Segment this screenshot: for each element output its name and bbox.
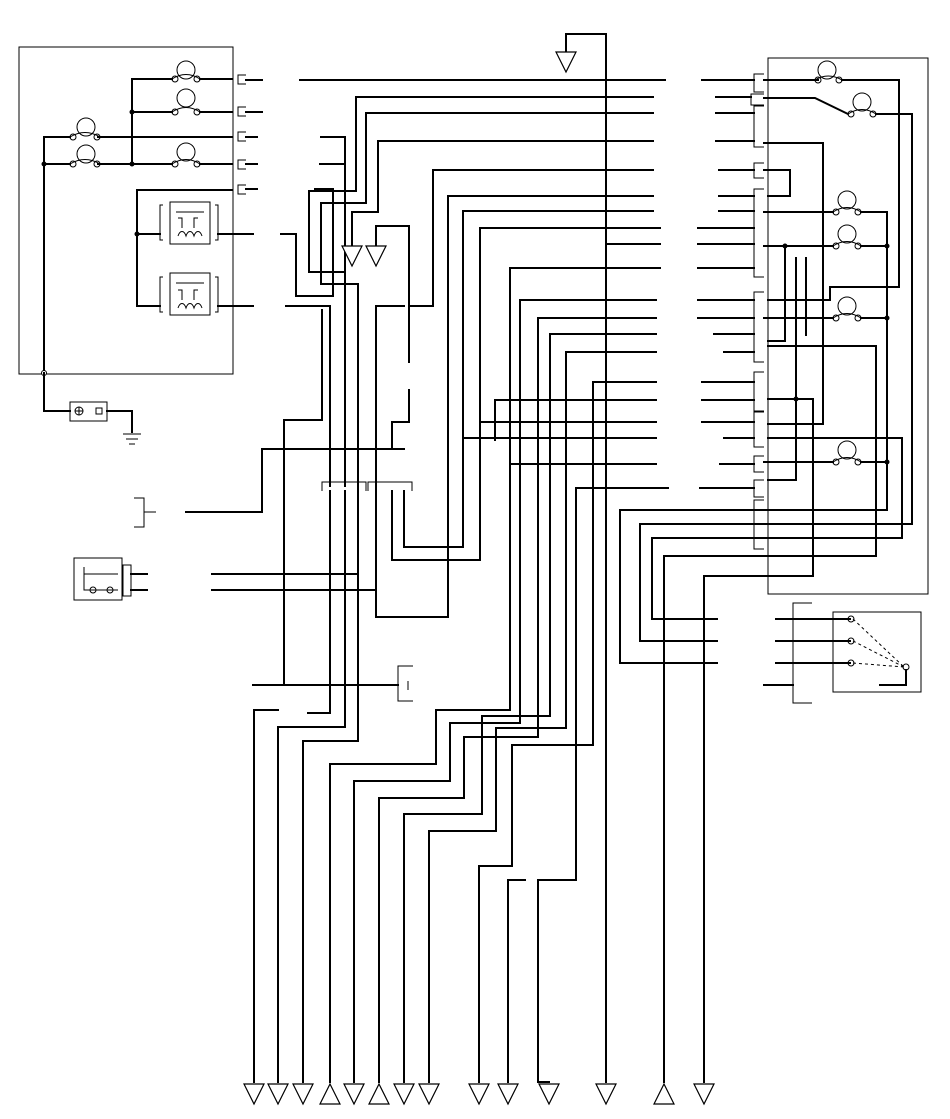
- ground-terminal-down-icon: [341, 245, 363, 268]
- ground-terminal-down-icon: [292, 1083, 314, 1106]
- left-switch-component: [73, 305, 405, 601]
- junction-dots-right: [782, 243, 890, 465]
- right-relay-1: [814, 60, 843, 84]
- terminal-up-icon: [368, 1082, 390, 1105]
- right-relay-6: [832, 440, 862, 466]
- left-module-connectors: [237, 74, 263, 195]
- right-relay-4: [832, 224, 862, 250]
- terminal-up-icon: [319, 1082, 341, 1105]
- ground-terminal-down-icon: [418, 1083, 440, 1106]
- central-wiring: [252, 33, 755, 1083]
- left-module-internal-wiring: [43, 78, 233, 374]
- left-module: [18, 46, 263, 376]
- junction-dots-left: [41, 109, 140, 376]
- ground-terminal-down-icon: [393, 1083, 415, 1106]
- right-module: [619, 57, 929, 1083]
- left-relay-4: [69, 144, 101, 168]
- ground-terminal-down-icon: [267, 1083, 289, 1106]
- terminal-group: [243, 51, 715, 1106]
- ground-terminal-down-icon: [343, 1083, 365, 1106]
- right-module-housing: [767, 57, 929, 595]
- ground-terminal-down-icon: [468, 1083, 490, 1106]
- right-module-internal-wiring: [619, 79, 913, 1083]
- left-relay-3: [69, 117, 101, 141]
- right-relay-5: [832, 296, 862, 322]
- left-module-housing: [18, 46, 234, 375]
- ground-terminal-down-icon: [693, 1083, 715, 1106]
- central-connector-blocks: [321, 481, 413, 702]
- right-module-connector-strip: [750, 73, 764, 550]
- left-coil-relay-2: [159, 272, 254, 316]
- ground-terminal-down-icon: [595, 1083, 617, 1106]
- ground-terminal-down-icon: [497, 1083, 519, 1106]
- left-connector-bracket: [134, 448, 405, 528]
- ground-terminal-down-icon: [243, 1083, 265, 1106]
- ground-terminal-down-icon: [555, 51, 577, 74]
- left-relay-2: [171, 88, 201, 116]
- ground-icon: [123, 433, 141, 445]
- fuse-and-ground: [43, 372, 141, 445]
- left-relay-5: [171, 142, 201, 168]
- terminal-up-icon: [653, 1082, 675, 1105]
- ground-terminal-down-icon: [538, 1083, 560, 1106]
- selector-switch-module: [763, 602, 922, 704]
- right-relay-3: [832, 190, 862, 216]
- right-relay-2: [847, 92, 877, 118]
- ground-terminal-down-icon: [365, 245, 387, 268]
- left-coil-relay-1: [159, 201, 254, 245]
- left-relay-1: [171, 60, 201, 83]
